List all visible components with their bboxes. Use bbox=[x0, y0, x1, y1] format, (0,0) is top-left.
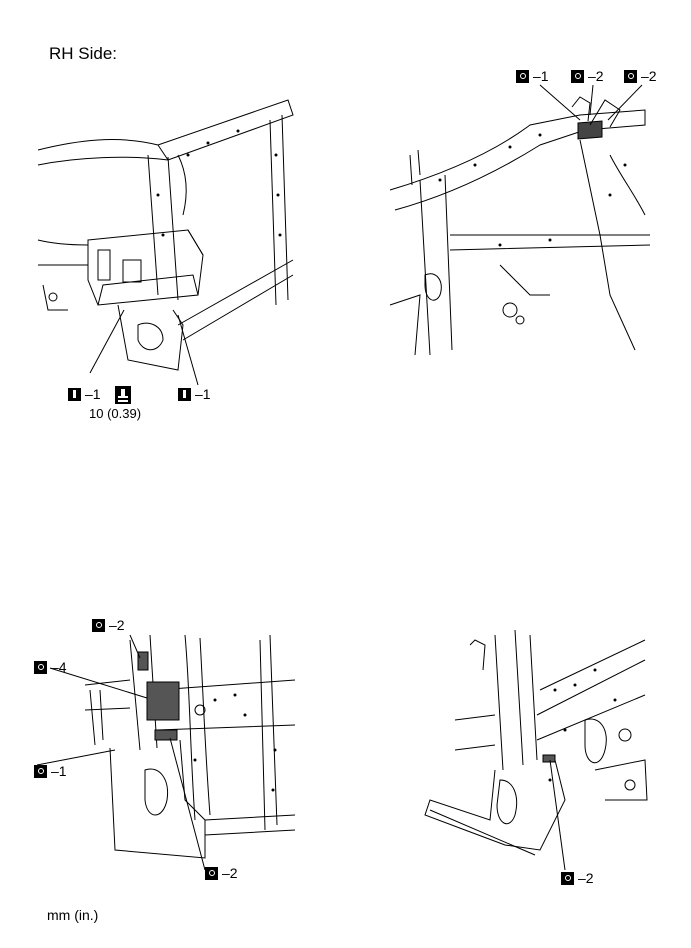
callout-panel1-right: – 1 bbox=[178, 386, 211, 402]
callout-number: 2 bbox=[595, 68, 604, 84]
page-title: RH Side: bbox=[49, 44, 118, 63]
callout-panel2-3: – 2 bbox=[624, 68, 657, 84]
callout-dash: – bbox=[85, 386, 93, 402]
diagram-panel-front-top-right bbox=[380, 95, 650, 365]
callout-number: 2 bbox=[585, 870, 594, 886]
callout-panel4: – 2 bbox=[561, 870, 594, 886]
callout-number: 4 bbox=[58, 659, 67, 675]
callout-symbol-icon bbox=[178, 387, 191, 401]
callout-dash: – bbox=[109, 617, 117, 633]
callout-symbol-icon bbox=[516, 69, 529, 83]
callout-symbol-icon bbox=[624, 69, 637, 83]
callout-symbol-icon bbox=[92, 618, 105, 632]
callout-panel2-2: – 2 bbox=[571, 68, 604, 84]
diagram-panel-bottom-left bbox=[85, 630, 300, 860]
callout-panel3-bottom: – 2 bbox=[205, 865, 238, 881]
callout-panel3-four: – 4 bbox=[34, 659, 67, 675]
callout-number: 1 bbox=[58, 763, 67, 779]
callout-symbol-icon bbox=[34, 660, 47, 674]
callout-dash: – bbox=[533, 68, 541, 84]
callout-symbol-icon bbox=[571, 69, 584, 83]
diagram-panel-bottom-right bbox=[425, 630, 650, 860]
callout-number: 1 bbox=[540, 68, 549, 84]
callout-number: 1 bbox=[202, 386, 211, 402]
callout-symbol-icon bbox=[561, 871, 574, 885]
torque-value: 10 (0.39) bbox=[89, 406, 142, 421]
units-note: mm (in.) bbox=[47, 907, 99, 923]
callout-panel1-left: – 1 bbox=[68, 386, 101, 402]
callout-dash: – bbox=[51, 659, 59, 675]
callout-dash: – bbox=[222, 865, 230, 881]
torque-wrench-icon bbox=[115, 386, 131, 404]
callout-panel3-one: – 1 bbox=[34, 763, 67, 779]
callout-number: 2 bbox=[648, 68, 657, 84]
callout-dash: – bbox=[195, 386, 203, 402]
callout-panel3-top: – 2 bbox=[92, 617, 125, 633]
callout-dash: – bbox=[641, 68, 649, 84]
callout-symbol-icon bbox=[205, 866, 218, 880]
callout-dash: – bbox=[588, 68, 596, 84]
callout-number: 2 bbox=[229, 865, 238, 881]
callout-number: 2 bbox=[116, 617, 125, 633]
callout-number: 1 bbox=[92, 386, 101, 402]
diagram-panel-front-top-left bbox=[38, 95, 298, 395]
callout-dash: – bbox=[578, 870, 586, 886]
callout-symbol-icon bbox=[34, 764, 47, 778]
callout-panel2-1: – 1 bbox=[516, 68, 549, 84]
callout-dash: – bbox=[51, 763, 59, 779]
callout-symbol-icon bbox=[68, 387, 81, 401]
